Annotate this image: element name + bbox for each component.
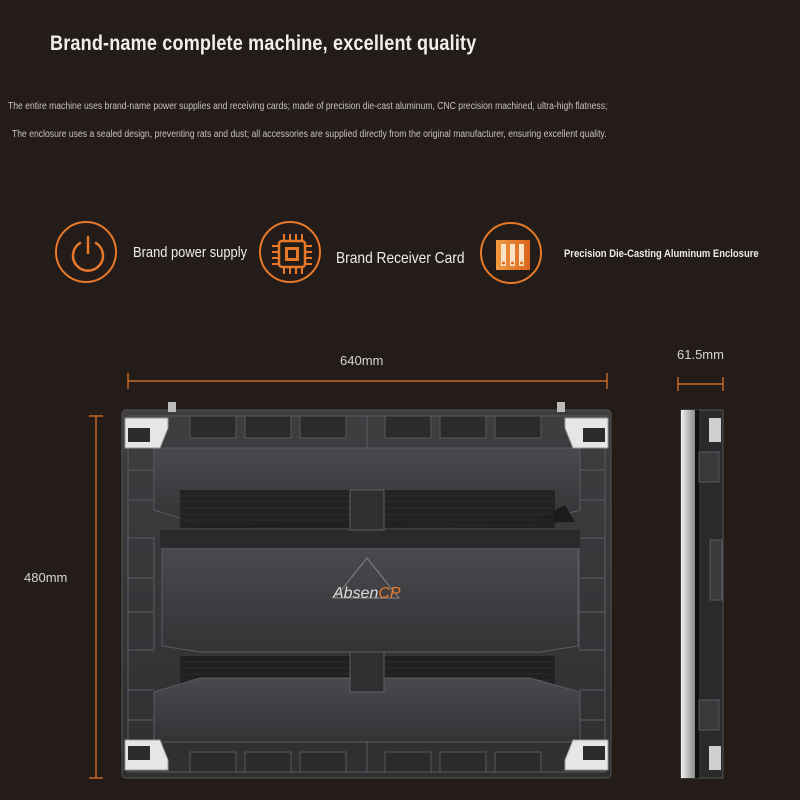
dimension-lines bbox=[89, 373, 724, 779]
feature-label-power: Brand power supply bbox=[133, 244, 248, 261]
feature-label-enclosure: Precision Die-Casting Aluminum Enclosure bbox=[564, 248, 759, 260]
power-icon bbox=[55, 221, 117, 283]
cabinet-side-view bbox=[680, 409, 724, 779]
description-line-2: The enclosure uses a sealed design, prev… bbox=[12, 129, 607, 140]
width-dimension-label: 640mm bbox=[340, 353, 384, 368]
absen-logo: AbsenCP bbox=[332, 585, 401, 602]
chip-icon bbox=[259, 221, 321, 283]
height-dimension-label: 480mm bbox=[24, 570, 68, 585]
enclosure-icon bbox=[480, 222, 542, 284]
depth-dimension-label: 61.5mm bbox=[677, 347, 724, 362]
page-title: Brand-name complete machine, excellent q… bbox=[50, 32, 477, 55]
description-line-1: The entire machine uses brand-name power… bbox=[8, 101, 608, 112]
feature-label-receiver: Brand Receiver Card bbox=[336, 250, 465, 267]
cabinet-back-view: AbsenCP bbox=[121, 402, 612, 779]
